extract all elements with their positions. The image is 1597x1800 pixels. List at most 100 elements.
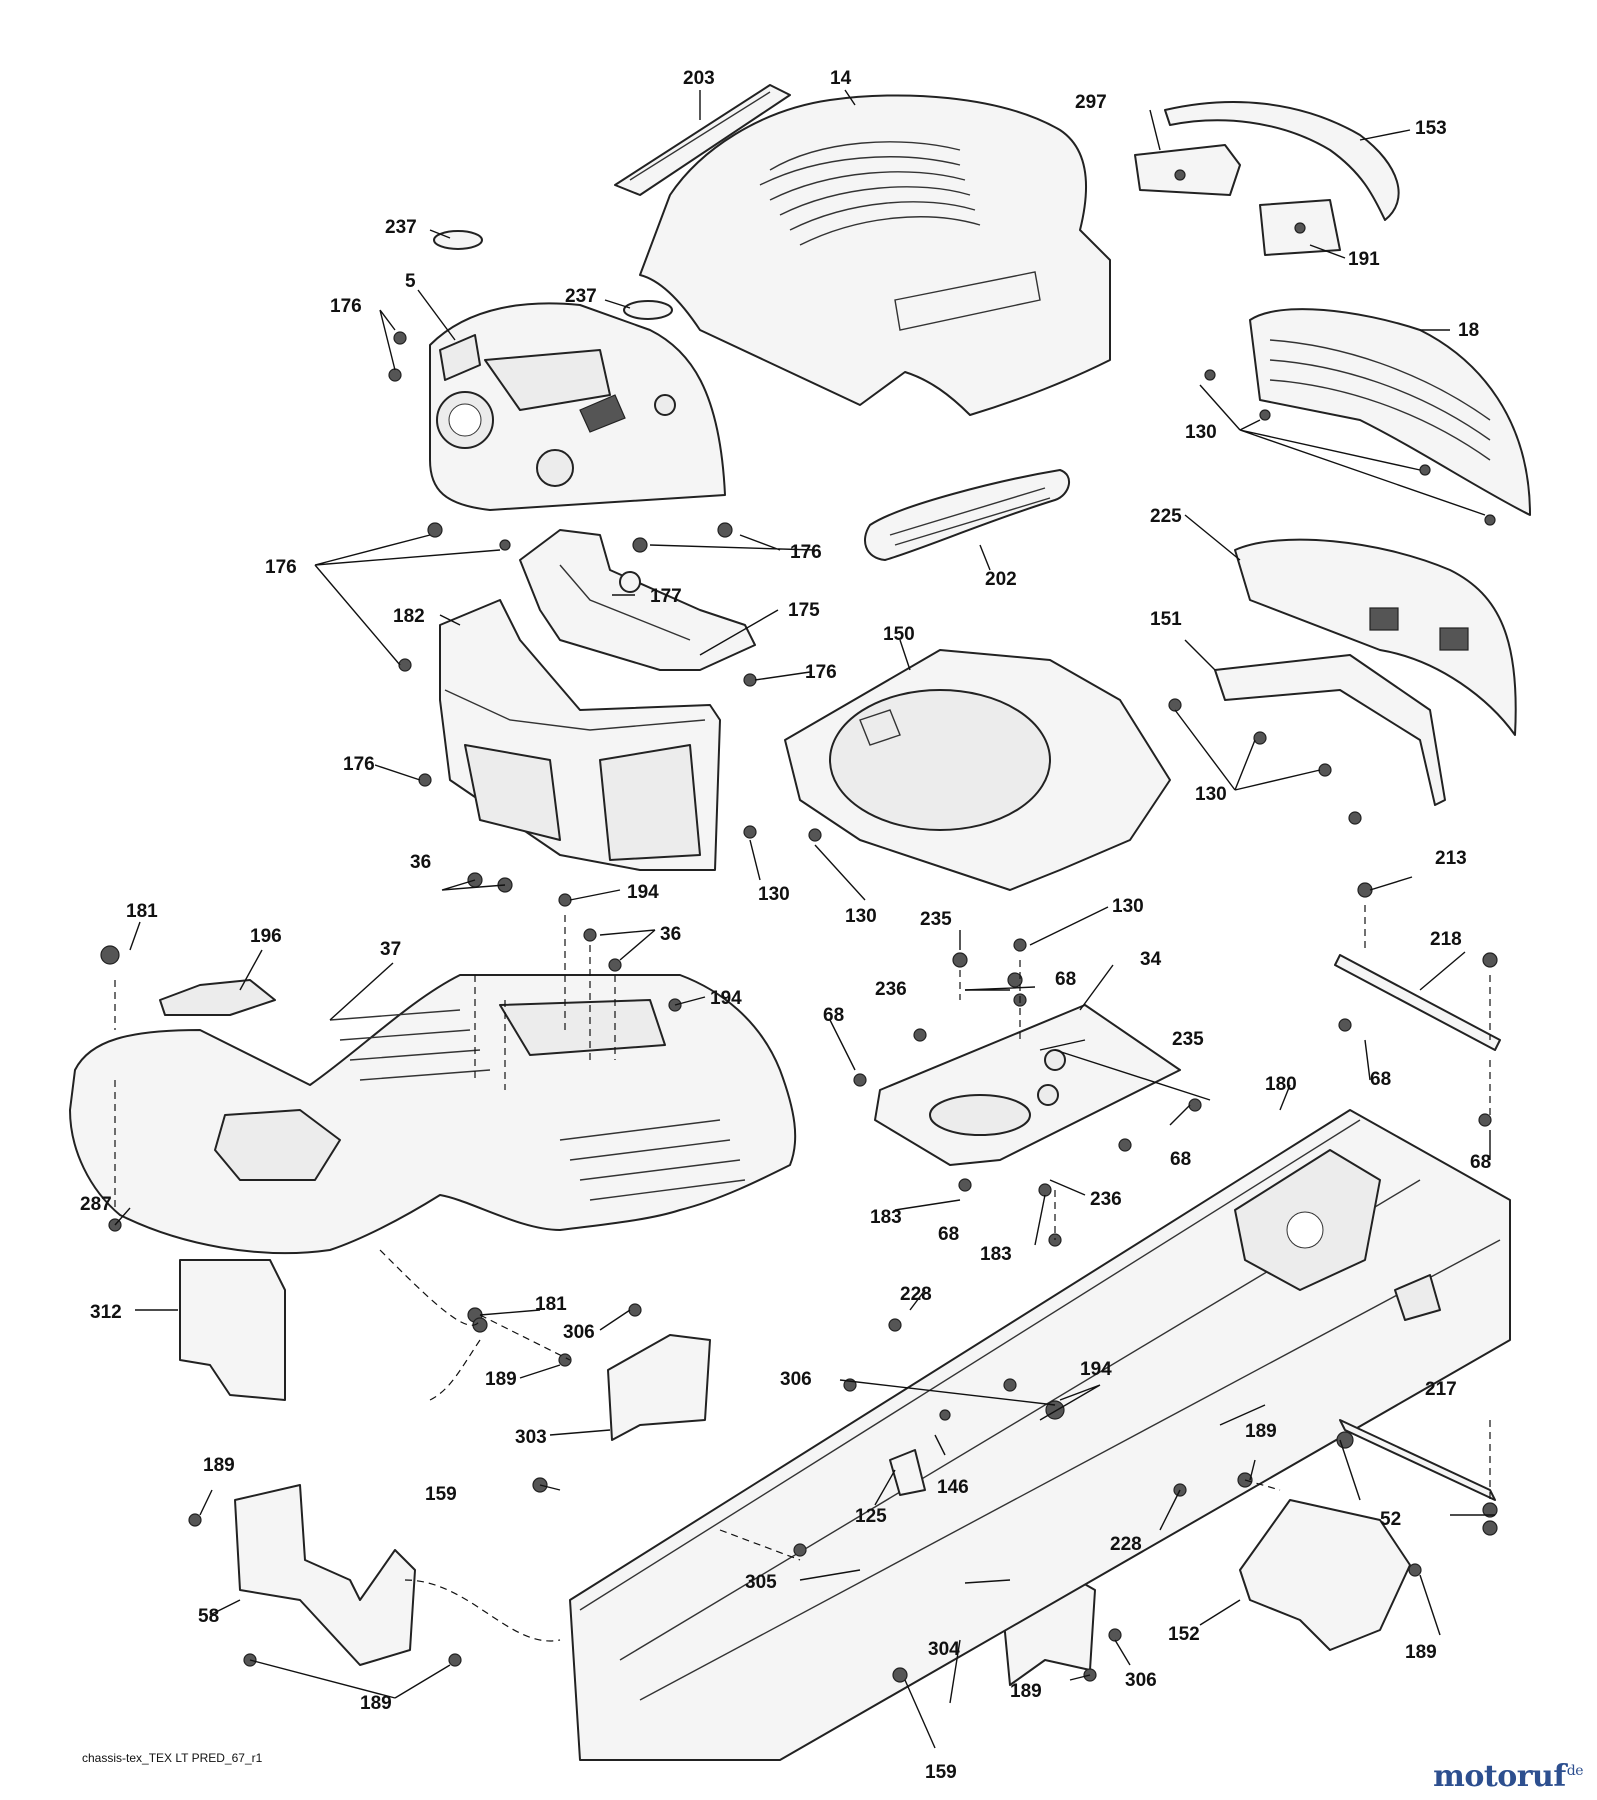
part-bar xyxy=(1334,954,1501,1051)
callout-176d: 176 xyxy=(805,662,837,683)
callout-176b: 176 xyxy=(790,542,822,563)
callout-213: 213 xyxy=(1435,848,1467,869)
callout-189d: 189 xyxy=(1405,1642,1437,1663)
callout-68b: 68 xyxy=(823,1005,844,1026)
part-engine-plate xyxy=(874,1004,1181,1166)
callout-146: 146 xyxy=(937,1477,969,1498)
part-rear-shield xyxy=(1239,1499,1411,1651)
watermark-suffix: de xyxy=(1566,1763,1584,1779)
callout-labels: 203 14 297 153 237 191 176 5 237 18 130 … xyxy=(80,68,1491,1783)
callout-228b: 228 xyxy=(1110,1534,1142,1555)
callout-125: 125 xyxy=(855,1506,887,1527)
callout-68e: 68 xyxy=(1470,1152,1491,1173)
part-hood-strip xyxy=(614,84,791,196)
callout-191: 191 xyxy=(1348,249,1380,270)
part-hood xyxy=(639,94,1111,416)
callout-181: 181 xyxy=(126,901,158,922)
callout-153: 153 xyxy=(1415,118,1447,139)
callout-180: 180 xyxy=(1265,1074,1297,1095)
hardware xyxy=(100,331,1498,1683)
callout-189: 189 xyxy=(485,1369,517,1390)
callout-303: 303 xyxy=(515,1427,547,1448)
callout-182: 182 xyxy=(393,606,425,627)
callout-235b: 235 xyxy=(1172,1029,1204,1050)
part-rear-bracket xyxy=(1214,654,1446,806)
callout-194c: 194 xyxy=(1080,1359,1112,1380)
part-main-frame xyxy=(569,1109,1511,1761)
callout-306c: 306 xyxy=(1125,1670,1157,1691)
dashed-connectors xyxy=(114,905,1491,1642)
callout-36b: 36 xyxy=(660,924,681,945)
part-rod xyxy=(1339,1419,1496,1501)
callout-305: 305 xyxy=(745,1572,777,1593)
callout-176c: 176 xyxy=(265,557,297,578)
callout-5: 5 xyxy=(405,271,416,292)
callout-217: 217 xyxy=(1425,1379,1457,1400)
callout-218: 218 xyxy=(1430,929,1462,950)
callout-37: 37 xyxy=(380,939,401,960)
callout-189f: 189 xyxy=(360,1693,392,1714)
callout-181b: 181 xyxy=(535,1294,567,1315)
part-knob xyxy=(619,571,641,593)
part-shields xyxy=(179,1259,1096,1686)
drawing-caption: chassis-tex_TEX LT PRED_67_r1 xyxy=(82,1751,263,1765)
callout-237: 237 xyxy=(385,217,417,238)
part-foam-blocks xyxy=(1134,144,1341,256)
callout-312: 312 xyxy=(90,1302,122,1323)
callout-306: 306 xyxy=(563,1322,595,1343)
part-deck-plate xyxy=(784,649,1171,891)
callout-68: 68 xyxy=(1055,969,1076,990)
part-front-grille xyxy=(1249,308,1531,516)
part-air-intake xyxy=(864,469,1070,561)
part-lower-console xyxy=(439,599,721,871)
callout-130c: 130 xyxy=(845,906,877,927)
callout-130b: 130 xyxy=(1195,784,1227,805)
callout-176f: 130 xyxy=(758,884,790,905)
callout-189e: 189 xyxy=(1010,1681,1042,1702)
callout-150: 150 xyxy=(883,624,915,645)
callout-196: 196 xyxy=(250,926,282,947)
callout-189c: 189 xyxy=(203,1455,235,1476)
part-rear-support xyxy=(234,1484,416,1666)
callout-194b: 194 xyxy=(710,988,742,1009)
callout-235: 235 xyxy=(920,909,952,930)
watermark-name: motoruf xyxy=(1433,1759,1566,1794)
callout-202: 202 xyxy=(985,569,1017,590)
callout-228: 228 xyxy=(900,1284,932,1305)
part-front-bracket xyxy=(1164,101,1400,221)
callout-236: 236 xyxy=(875,979,907,1000)
callout-177: 177 xyxy=(650,586,682,607)
callout-304: 304 xyxy=(928,1639,960,1660)
callout-225: 225 xyxy=(1150,506,1182,527)
callout-58: 58 xyxy=(198,1606,219,1627)
part-dash-bracket xyxy=(519,529,756,671)
part-bumper xyxy=(1234,538,1517,736)
callout-159: 159 xyxy=(425,1484,457,1505)
callout-183: 183 xyxy=(870,1207,902,1228)
callout-175: 175 xyxy=(788,600,820,621)
callout-68c: 68 xyxy=(1370,1069,1391,1090)
part-plugs xyxy=(433,230,673,320)
callout-287: 287 xyxy=(80,1194,112,1215)
callout-130d: 130 xyxy=(1112,896,1144,917)
callout-14: 14 xyxy=(830,68,852,89)
callout-194: 194 xyxy=(627,882,659,903)
callout-183b: 183 xyxy=(980,1244,1012,1265)
callout-159b: 159 xyxy=(925,1762,957,1783)
callout-68f: 68 xyxy=(938,1224,959,1245)
callout-130: 130 xyxy=(1185,422,1217,443)
callout-236b: 236 xyxy=(1090,1189,1122,1210)
callout-176: 176 xyxy=(330,296,362,317)
part-fender xyxy=(69,974,797,1255)
brand-watermark: motorufde xyxy=(1433,1759,1583,1794)
callout-36: 36 xyxy=(410,852,431,873)
callout-18: 18 xyxy=(1458,320,1479,341)
callout-306b: 306 xyxy=(780,1369,812,1390)
callout-68d: 68 xyxy=(1170,1149,1191,1170)
callout-34: 34 xyxy=(1140,949,1162,970)
part-dash-panel xyxy=(429,302,726,511)
callout-237b: 237 xyxy=(565,286,597,307)
callout-189b: 189 xyxy=(1245,1421,1277,1442)
